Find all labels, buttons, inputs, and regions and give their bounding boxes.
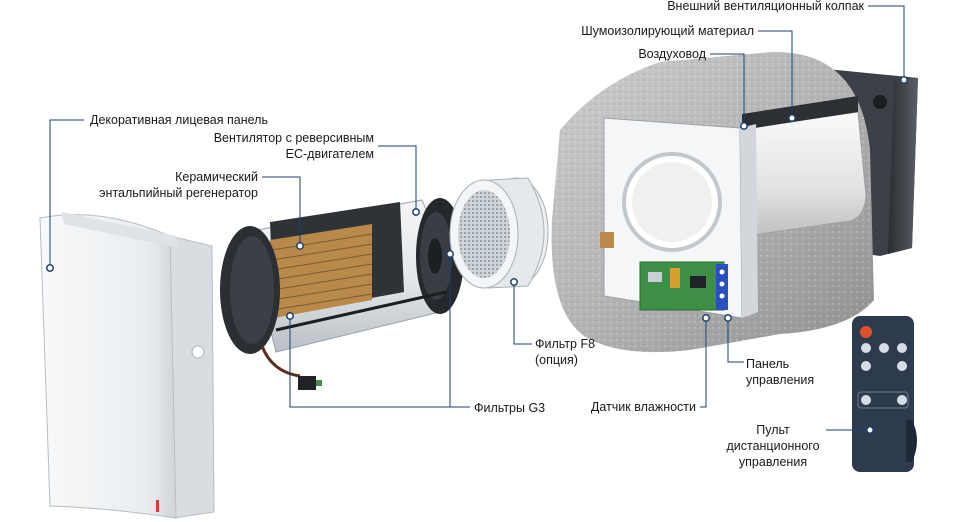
- label-remote-line-2: дистанционного: [726, 439, 820, 453]
- dot-noise-material: [788, 114, 796, 122]
- label-filter-f8-line-1: Фильтр F8: [535, 337, 596, 351]
- label-control-panel-line-1: Панель: [746, 357, 790, 371]
- label-fan: Вентилятор с реверсивным ЕС-двигателем: [180, 130, 374, 162]
- label-remote-line-3: управления: [738, 455, 808, 469]
- label-filter-f8-line-2: (опция): [535, 353, 578, 367]
- dot-front-panel: [46, 264, 54, 272]
- dot-control-panel: [724, 314, 732, 322]
- dot-fan: [412, 208, 420, 216]
- leader-humidity: [700, 318, 707, 408]
- label-noise-material: Шумоизолирующий материал: [581, 24, 754, 38]
- label-fan-line-2: ЕС-двигателем: [285, 147, 374, 161]
- dot-filter-f8: [510, 278, 518, 286]
- dot-regenerator: [296, 242, 304, 250]
- leader-control-panel: [727, 318, 744, 363]
- dot-outer-hood: [900, 76, 908, 84]
- dot-air-duct: [740, 122, 748, 130]
- label-humidity-sensor: Датчик влажности: [590, 400, 696, 414]
- label-regenerator: Керамический энтальпийный регенератор: [62, 169, 258, 201]
- label-remote-line-1: Пульт: [756, 423, 790, 437]
- label-fan-line-1: Вентилятор с реверсивным: [213, 131, 374, 145]
- cartridge-illustration: [220, 198, 464, 390]
- dot-remote: [866, 426, 874, 434]
- leader-regenerator: [262, 176, 301, 246]
- dot-filters-g3-1: [286, 312, 294, 320]
- leader-lines: [49, 5, 905, 431]
- f8-filter-illustration: [449, 177, 549, 289]
- label-outer-hood: Внешний вентиляционный колпак: [667, 0, 864, 13]
- label-control-panel-line-2: управления: [746, 373, 815, 387]
- dot-filters-g3-2: [446, 250, 454, 258]
- remote-illustration: [852, 316, 917, 472]
- label-regenerator-line-1: Керамический: [175, 170, 258, 184]
- leader-noise-material: [758, 30, 793, 118]
- label-filters-g3: Фильтры G3: [474, 401, 546, 415]
- leader-filters-g3-1: [289, 316, 470, 408]
- dot-humidity: [702, 314, 710, 322]
- label-filter-f8: Фильтр F8 (опция): [535, 336, 595, 368]
- label-regenerator-line-2: энтальпийный регенератор: [99, 186, 258, 200]
- leader-outer-hood: [868, 5, 905, 80]
- front-panel-illustration: [39, 212, 215, 519]
- marker-dots: [46, 76, 908, 434]
- leader-air-duct: [710, 53, 745, 126]
- label-remote: Пульт дистанционного управления: [718, 422, 828, 470]
- label-front-panel: Декоративная лицевая панель: [90, 113, 268, 127]
- label-control-panel: Панель управления: [746, 356, 814, 388]
- label-air-duct: Воздуховод: [638, 47, 706, 61]
- leader-fan: [378, 145, 417, 212]
- leader-filter-f8: [513, 282, 532, 345]
- leader-front-panel: [49, 119, 84, 268]
- main-housing-illustration: [551, 51, 918, 353]
